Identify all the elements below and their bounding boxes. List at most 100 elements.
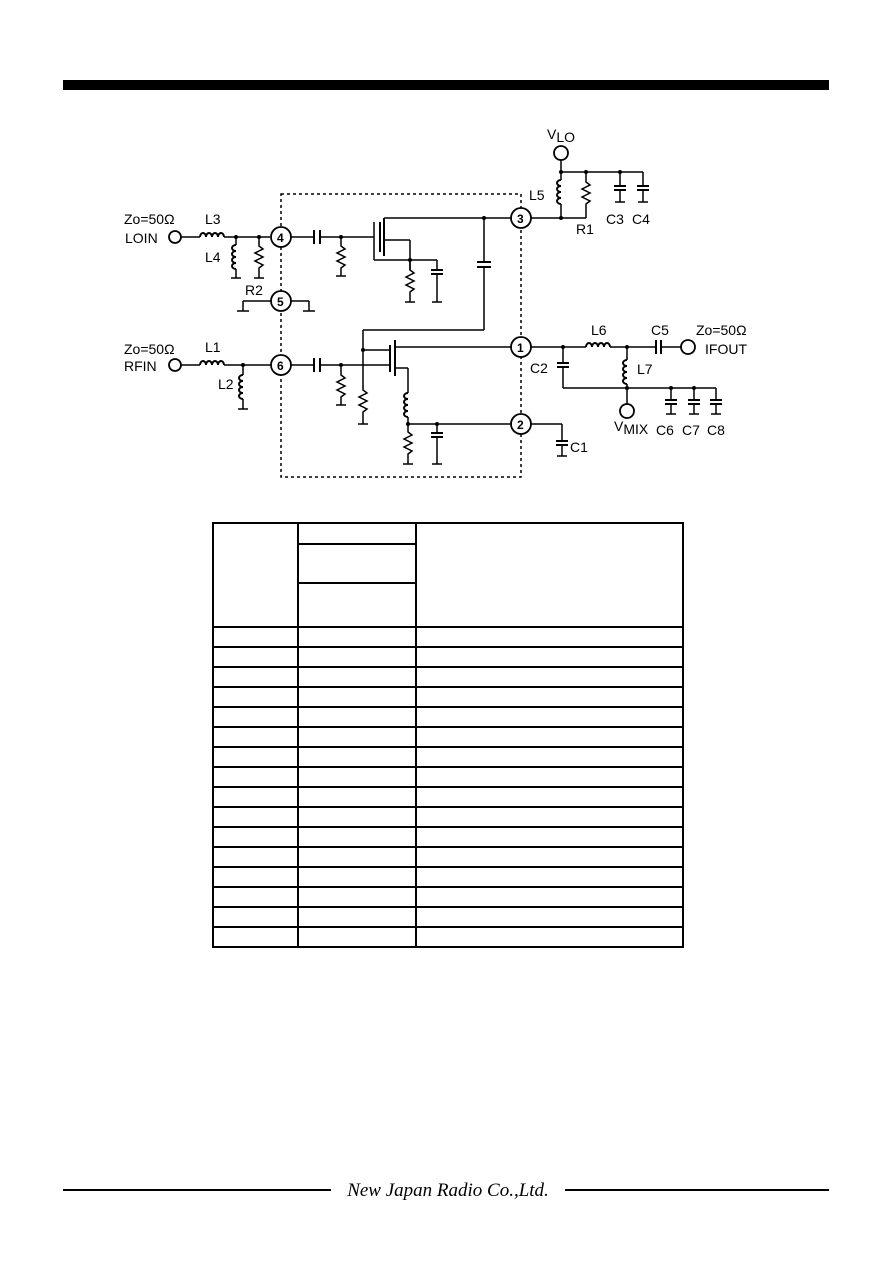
table-cell (297, 806, 417, 828)
table-cell (415, 786, 684, 808)
zo-rf-label: Zo=50Ω (124, 341, 175, 357)
table-cell (415, 646, 684, 668)
internal-inductor (403, 392, 409, 418)
table-cell (212, 866, 299, 888)
table-cell (297, 726, 417, 748)
svg-text:3: 3 (517, 212, 524, 226)
table-cell (415, 726, 684, 748)
rfin-label: RFIN (124, 358, 157, 374)
l4-label: L4 (205, 249, 221, 265)
table-cell (212, 686, 299, 708)
table-cell (212, 646, 299, 668)
table-cell (297, 666, 417, 688)
table-cell (297, 926, 417, 948)
svg-text:1: 1 (517, 341, 524, 355)
table-cell (415, 826, 684, 848)
table-cell (297, 786, 417, 808)
vlo-label: VLO (547, 126, 575, 145)
l5-inductor (556, 179, 562, 205)
l1-label: L1 (205, 339, 221, 355)
table-cell (212, 766, 299, 788)
table-row (212, 806, 684, 828)
table-row (212, 826, 684, 848)
table-cell (212, 826, 299, 848)
table-header-cell (212, 522, 299, 628)
table-cell (212, 926, 299, 948)
table-cell (297, 906, 417, 928)
table-cell (297, 686, 417, 708)
table-cell (297, 746, 417, 768)
table-cell (212, 626, 299, 648)
table-cell (297, 646, 417, 668)
zo-if-label: Zo=50Ω (696, 322, 747, 338)
l7-inductor (622, 359, 628, 385)
ifout-port (680, 339, 696, 355)
table-row (212, 706, 684, 728)
table-row (212, 926, 684, 948)
table-cell (297, 766, 417, 788)
svg-text:5: 5 (277, 295, 284, 309)
component-table (212, 522, 684, 999)
table-cell (212, 666, 299, 688)
table-row (212, 686, 684, 708)
ic-boundary (280, 193, 522, 478)
vmix-port (619, 403, 635, 419)
table-cell (297, 626, 417, 648)
table-cell (212, 806, 299, 828)
footer-rule-right (565, 1189, 829, 1191)
l2-inductor (238, 374, 244, 400)
table-cell (415, 766, 684, 788)
zo-lo-label: Zo=50Ω (124, 211, 175, 227)
table-row (212, 766, 684, 788)
l1-inductor (199, 360, 225, 366)
loin-label: LOIN (125, 230, 158, 246)
l6-label: L6 (591, 322, 607, 338)
table-row (212, 846, 684, 868)
table-cell (415, 886, 684, 908)
c7-label: C7 (682, 422, 700, 438)
table-cell (415, 746, 684, 768)
c4-label: C4 (632, 211, 650, 227)
table-cell (415, 846, 684, 868)
loin-port (168, 230, 182, 244)
table-row (212, 646, 684, 668)
table-header-row (213, 582, 683, 628)
table-cell (415, 626, 684, 648)
table-row (212, 746, 684, 768)
l7-label: L7 (637, 361, 653, 377)
svg-text:2: 2 (517, 418, 524, 432)
table-cell (212, 846, 299, 868)
l3-inductor (199, 232, 225, 238)
c3-label: C3 (606, 211, 624, 227)
c6-label: C6 (656, 422, 674, 438)
table-row (212, 626, 684, 648)
l2-label: L2 (218, 376, 234, 392)
table-row (212, 726, 684, 748)
table-cell (212, 726, 299, 748)
table-header-row (213, 542, 683, 585)
vlo-port (553, 145, 569, 161)
table-cell (212, 786, 299, 808)
table-header-cell (297, 522, 417, 545)
ifout-label: IFOUT (705, 341, 747, 357)
c1-label: C1 (570, 439, 588, 455)
table-cell (297, 886, 417, 908)
table-cell (212, 906, 299, 928)
l3-label: L3 (205, 211, 221, 227)
vmix-label: VMIX (614, 418, 649, 437)
table-row (212, 906, 684, 928)
rfin-port (168, 358, 182, 372)
table-cell (415, 706, 684, 728)
table-row (212, 886, 684, 908)
table-cell (415, 806, 684, 828)
r2-label: R2 (245, 282, 263, 298)
table-header-cell (297, 542, 417, 585)
table-cell (415, 906, 684, 928)
table-cell (297, 866, 417, 888)
table-cell (212, 746, 299, 768)
application-circuit-schematic: Zo=50Ω LOIN L3 L4 4 5 R2 Zo=50Ω RFIN L1 … (124, 126, 747, 478)
l4-inductor (231, 244, 237, 270)
c5-label: C5 (651, 322, 669, 338)
table-row (212, 666, 684, 688)
r1-label: R1 (576, 221, 594, 237)
